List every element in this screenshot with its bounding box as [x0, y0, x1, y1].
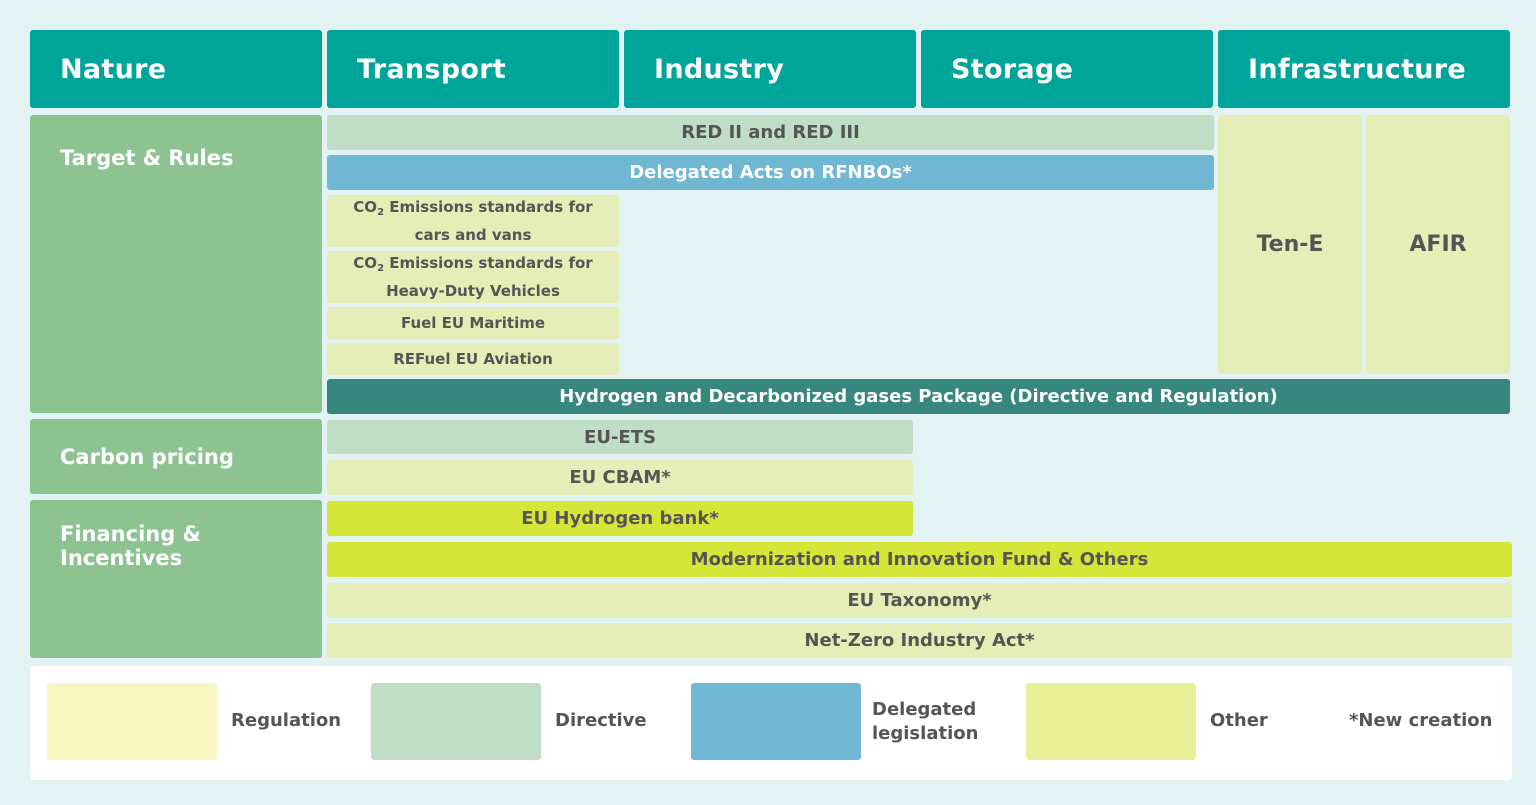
legend-new-creation-note: *New creation: [1349, 710, 1493, 731]
legend-label-regulation: Regulation: [231, 710, 342, 731]
co2-cars-vans-regulation: CO2 Emissions standards for cars and van…: [327, 195, 619, 247]
category-target-rules-label: Target & Rules: [60, 146, 234, 170]
legend-label-delegated-line2: legislation: [872, 723, 979, 744]
ten-e-regulation: Ten-E: [1218, 115, 1362, 374]
refuel-eu-aviation: REFuel EU Aviation: [327, 343, 619, 375]
co2-hdv-rest: Emissions standards for: [384, 254, 593, 272]
eu-taxonomy: EU Taxonomy*: [327, 583, 1512, 618]
category-financing: Financing & Incentives: [30, 500, 322, 658]
legend-label-delegated-line1: Delegated: [872, 699, 977, 720]
co2-cars-rest: Emissions standards for: [384, 198, 593, 216]
eu-cbam: EU CBAM*: [327, 460, 913, 495]
legend-swatch-regulation: [47, 683, 217, 760]
red-directive: RED II and RED III: [327, 115, 1214, 150]
eu-ets: EU-ETS: [327, 420, 913, 454]
legend: Regulation Directive Delegated legislati…: [30, 666, 1512, 780]
header-storage: Storage: [921, 30, 1213, 108]
co2-cars-line2: cars and vans: [414, 226, 532, 244]
co2-cars-subscript: 2: [377, 207, 385, 218]
co2-hdv-subscript: 2: [377, 263, 385, 274]
header-industry: Industry: [624, 30, 916, 108]
category-carbon-pricing: Carbon pricing: [30, 419, 322, 494]
category-carbon-pricing-label: Carbon pricing: [60, 444, 234, 469]
legend-label-directive: Directive: [555, 710, 647, 731]
modernization-innovation-fund: Modernization and Innovation Fund & Othe…: [327, 542, 1512, 577]
legend-label-delegated: Delegated legislation: [872, 698, 978, 746]
hydrogen-package: Hydrogen and Decarbonized gases Package …: [327, 379, 1510, 414]
co2-hdv-prefix: CO: [353, 254, 378, 272]
legend-swatch-directive: [371, 683, 541, 760]
legend-swatch-delegated: [691, 683, 861, 760]
category-target-rules: Target & Rules: [30, 115, 322, 413]
legend-label-other: Other: [1210, 710, 1268, 731]
co2-hdv-regulation: CO2 Emissions standards for Heavy-Duty V…: [327, 251, 619, 303]
afir-regulation: AFIR: [1366, 115, 1510, 374]
delegated-acts-rfnbos: Delegated Acts on RFNBOs*: [327, 155, 1214, 190]
category-financing-label: Financing & Incentives: [60, 522, 201, 570]
net-zero-industry-act: Net-Zero Industry Act*: [327, 623, 1512, 658]
header-transport: Transport: [327, 30, 619, 108]
header-nature: Nature: [30, 30, 322, 108]
fuel-eu-maritime: Fuel EU Maritime: [327, 307, 619, 339]
co2-hdv-line2: Heavy-Duty Vehicles: [386, 282, 560, 300]
header-infrastructure: Infrastructure: [1218, 30, 1510, 108]
eu-hydrogen-bank: EU Hydrogen bank*: [327, 501, 913, 536]
legend-swatch-other: [1026, 683, 1196, 760]
co2-cars-prefix: CO: [353, 198, 378, 216]
